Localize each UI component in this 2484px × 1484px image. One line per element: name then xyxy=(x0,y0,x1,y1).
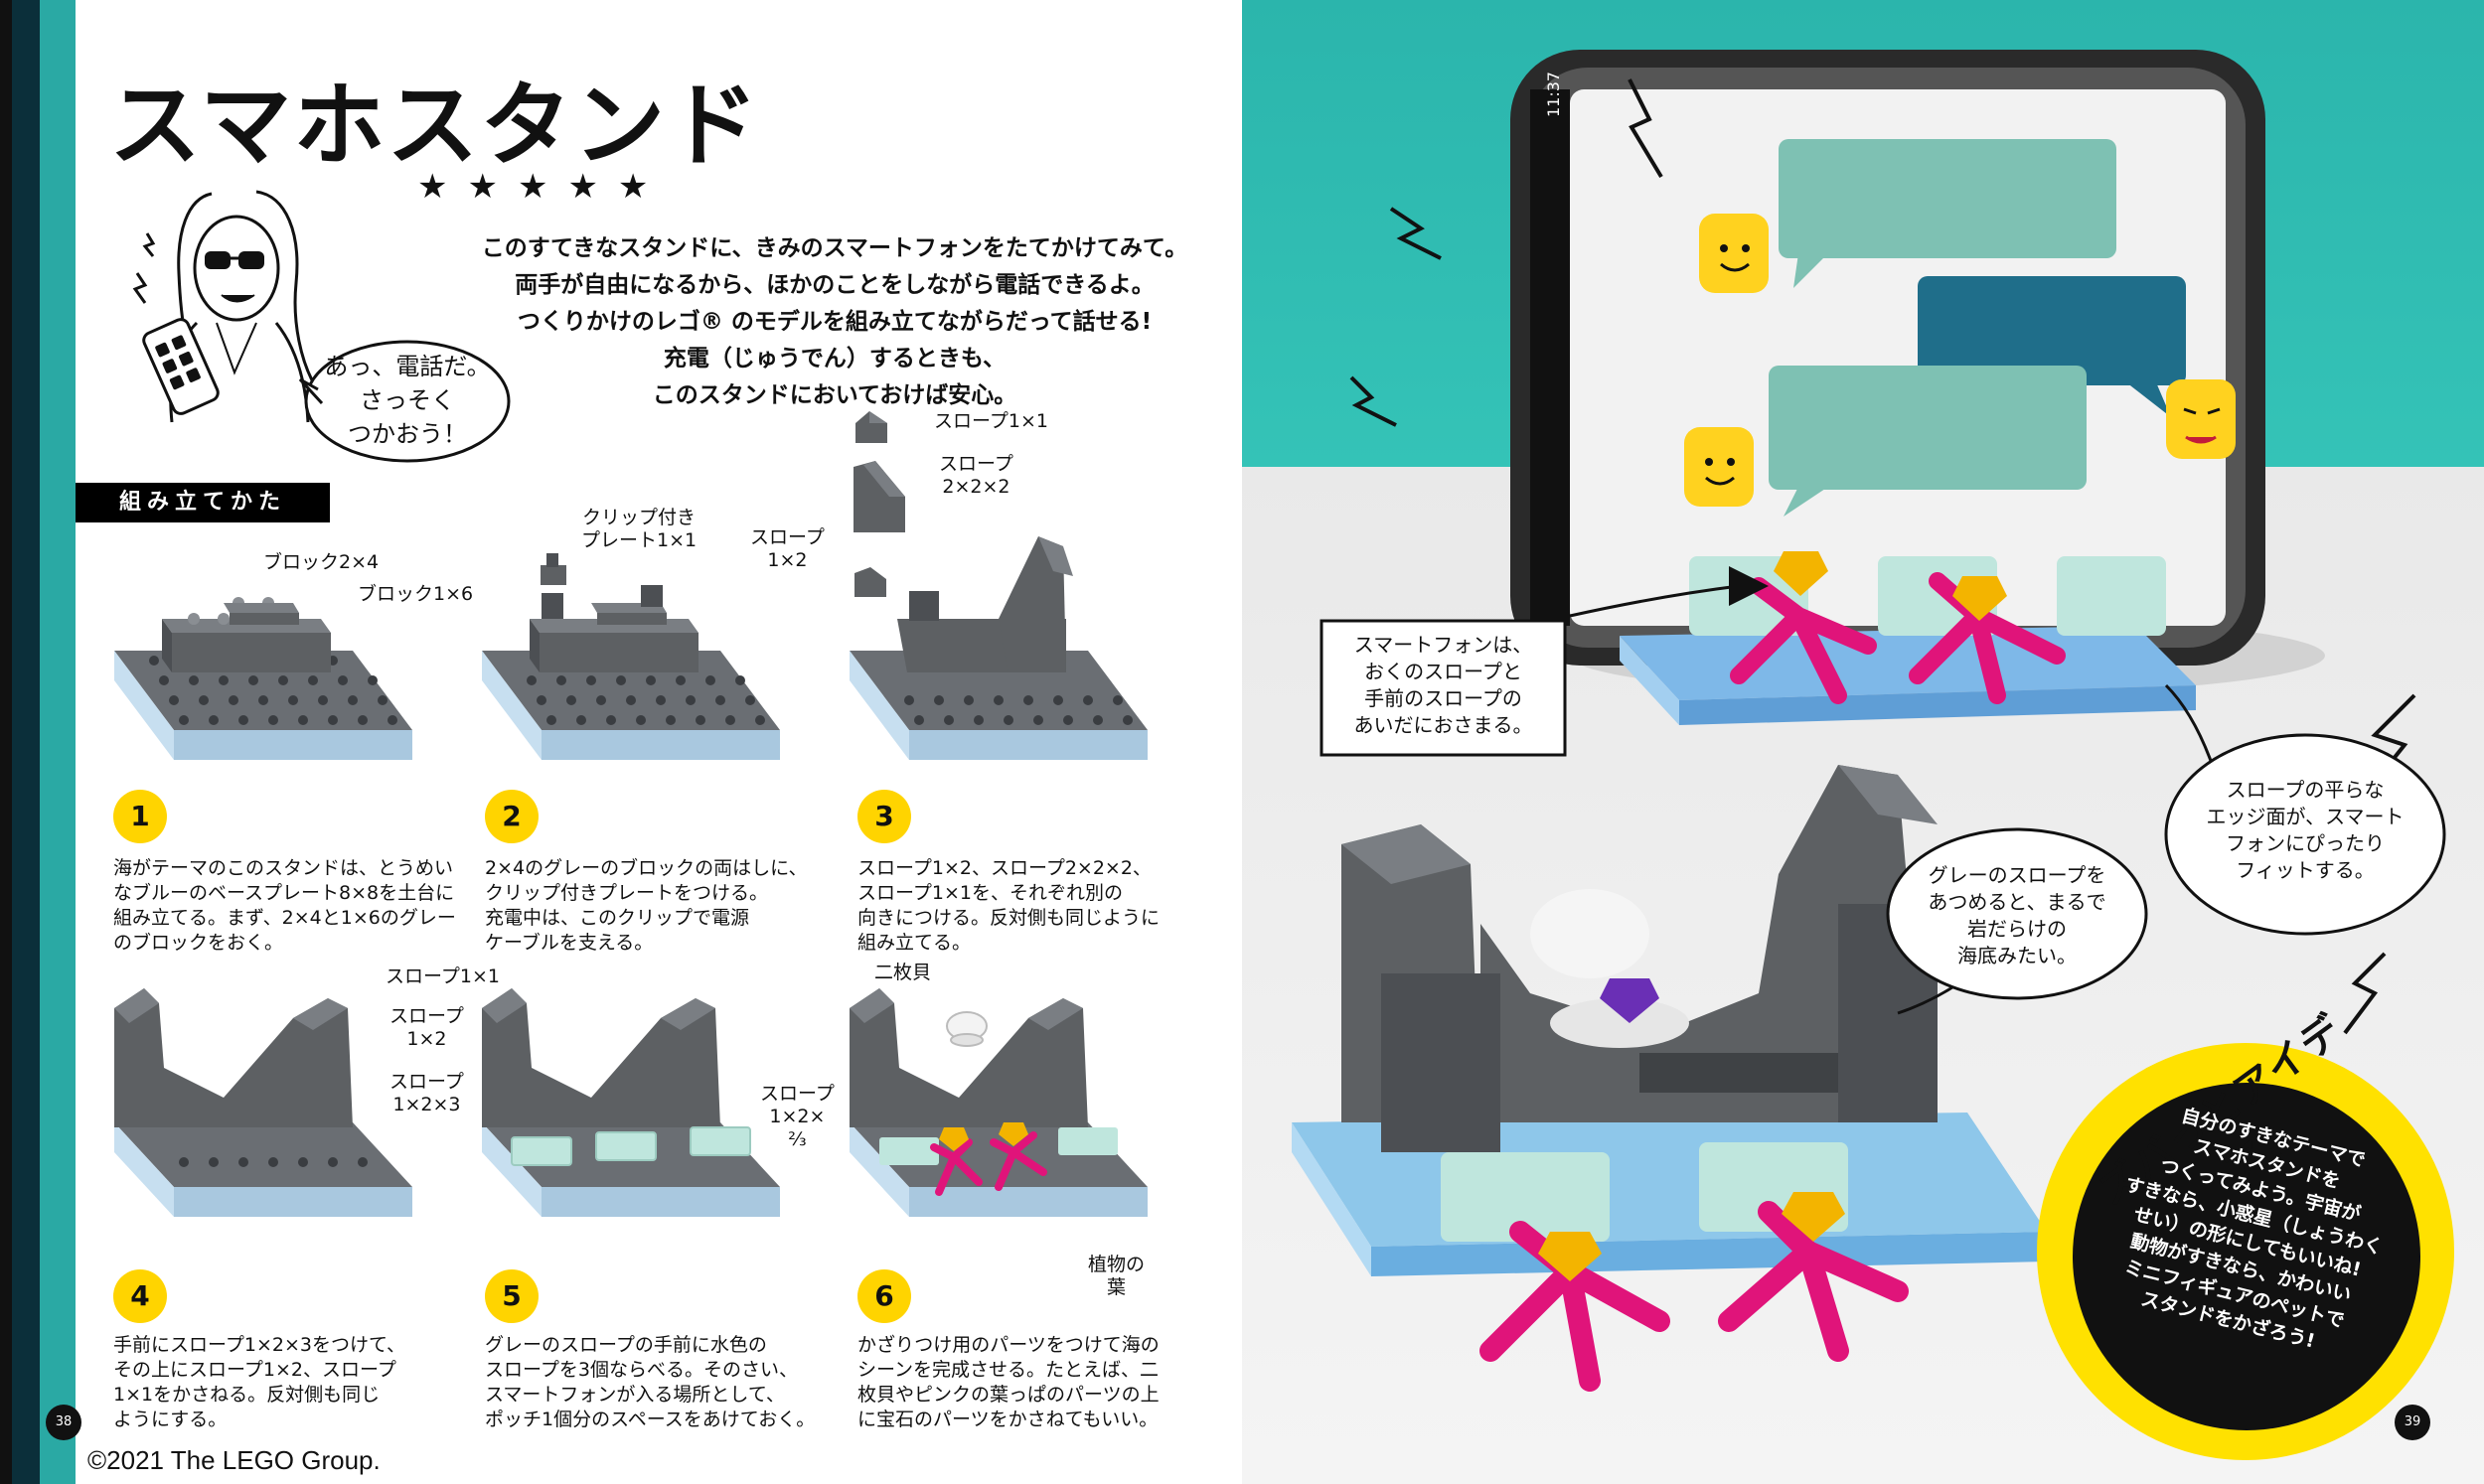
clip-plate-part xyxy=(541,553,566,585)
callout-block-1x6: ブロック1×6 xyxy=(358,583,474,605)
minifig-head-1 xyxy=(1699,214,1769,293)
step-number-2: 2 xyxy=(485,790,539,843)
note-bubble-rocky-sea xyxy=(1886,827,2148,1000)
callout-clip-plate: クリップ付きプレート1×1 xyxy=(581,507,698,551)
purple-gem xyxy=(1600,978,1659,1023)
note-box-phone-fit xyxy=(1320,619,1567,757)
intro-text: このすてきなスタンドに、きみのスマートフォンをたてかけてみて。 両手が自由になる… xyxy=(481,235,1188,408)
step-number-6: 6 xyxy=(857,1269,911,1323)
step-number-5: 5 xyxy=(485,1269,539,1323)
pink-plant-leaves xyxy=(1479,1201,1909,1392)
speech-bubble-text: あっ、電話だ。 さっそく つかおう！ xyxy=(324,353,491,448)
step-2-illustration xyxy=(482,585,780,760)
page-title: スマホスタンド xyxy=(109,73,761,179)
phone-stand-photo xyxy=(1292,50,2446,1392)
minifig-head-2 xyxy=(1684,427,1754,507)
idea-badge-inner xyxy=(2073,1083,2420,1430)
phone-status-time: 11:37 xyxy=(1544,71,1563,117)
page-edge-black xyxy=(0,0,12,1484)
slope-2x2x2-part xyxy=(854,461,905,532)
difficulty-stars: ★★★★★ xyxy=(417,167,669,207)
slope-1x1-part xyxy=(855,411,887,443)
note-bubble-slope-edge xyxy=(2164,733,2446,936)
step-text-3: スロープ1×2、スロープ2×2×2、スロープ1×1を、それぞれ別の向きにつける。… xyxy=(857,857,1161,954)
step-4-illustration xyxy=(114,988,412,1217)
clam-shell-part xyxy=(946,1011,988,1047)
step-1-illustration xyxy=(114,597,412,760)
page-number-right: 39 xyxy=(2395,1405,2430,1440)
callout-plant-leaves: 植物の葉 xyxy=(1088,1254,1146,1298)
callout-block-2x4: ブロック2×4 xyxy=(263,551,380,573)
callout-slope-1x1-step4: スロープ1×1 xyxy=(386,965,500,987)
step-number-3: 3 xyxy=(857,790,911,843)
note-slope-edge: スロープの平らなエッジ面が、スマートフォンにぴったりフィットする。 xyxy=(2206,778,2405,882)
speech-bubble xyxy=(298,340,511,463)
step-text-2: 2×4のグレーのブロックの両はしに、クリップ付きプレートをつける。充電中は、この… xyxy=(485,857,808,954)
left-page: スマホスタンド ★★★★★ あっ、電話だ。 さっそく つかおう！ このすてきなス… xyxy=(0,0,1188,1484)
callout-clam-shell: 二枚貝 xyxy=(874,962,932,983)
step-number-4: 4 xyxy=(113,1269,167,1323)
step-text-6: かざりつけ用のパーツをつけて海のシーンを完成させる。たとえば、二枚貝やピンクの葉… xyxy=(857,1334,1160,1430)
step-text-1: 海がテーマのこのスタンドは、とうめいなブルーのベースプレート8×8を土台に組み立… xyxy=(113,857,456,954)
note-phone-fit: スマートフォンは、おくのスロープと手前のスロープのあいだにおさまる。 xyxy=(1353,633,1533,737)
callout-slope-1x1-top: スロープ1×1 xyxy=(934,410,1048,432)
step-6-illustration xyxy=(850,988,1148,1217)
page-number-left: 38 xyxy=(46,1405,81,1440)
girl-phone-sketch-illustration xyxy=(132,190,318,423)
step-3-illustration xyxy=(850,536,1148,760)
slope-1x2-part xyxy=(854,567,886,597)
step-number-1: 1 xyxy=(113,790,167,843)
step-5-illustration xyxy=(482,988,780,1217)
note-rocky-sea: グレーのスロープをあつめると、まるで岩だらけの海底みたい。 xyxy=(1928,863,2106,967)
step-text-5: グレーのスロープの手前に水色のスロープを3個ならべる。そのさい、スマートフォンが… xyxy=(485,1334,816,1430)
copyright-text: ©2021 The LEGO Group. xyxy=(87,1445,381,1475)
section-label-assembly: 組み立てかた xyxy=(76,483,330,522)
page-edge-teal xyxy=(40,0,76,1484)
clam-shell xyxy=(1530,889,1649,978)
right-page: 11:37 スマートフォンは、おくのスロープと手前のスロープのあいだにおさまる。… xyxy=(1242,0,2484,1484)
minifig-head-3 xyxy=(2166,379,2236,459)
